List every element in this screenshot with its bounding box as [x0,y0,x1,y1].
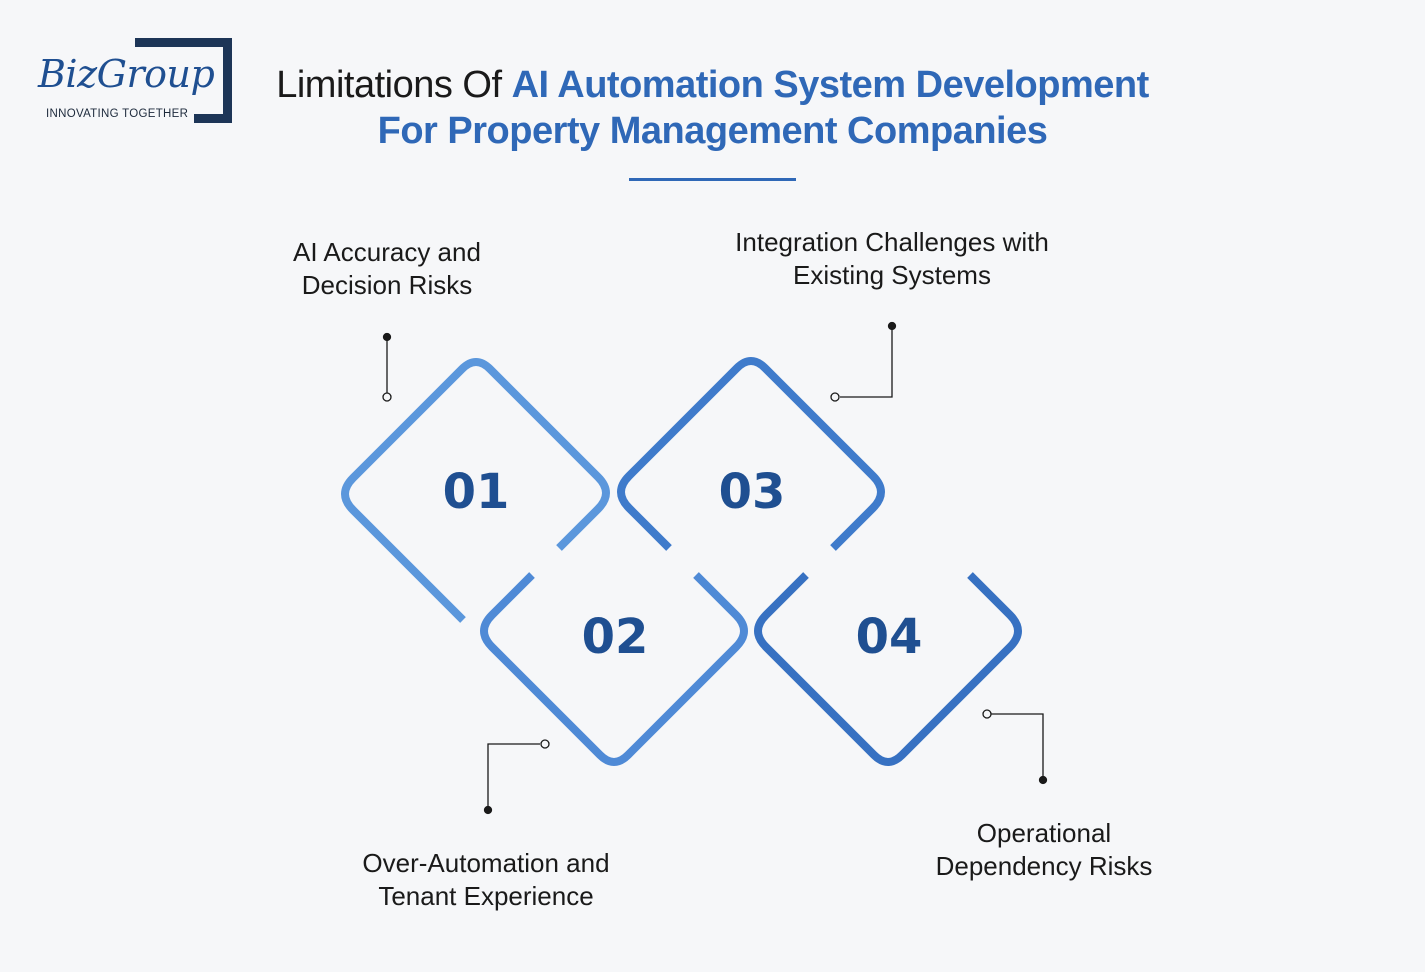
page-title: Limitations Of AI Automation System Deve… [240,62,1185,154]
diamond-02 [480,572,748,766]
connector-01 [382,332,392,402]
item-label-03: Integration Challenges with Existing Sys… [735,227,1049,290]
item-number-04: 04 [856,609,923,665]
title-accent-line2: For Property Management Companies [377,110,1048,152]
logo-wordmark: BizGroup [38,52,215,96]
title-plain: Limitations Of [276,64,512,106]
item-number-02: 02 [582,609,649,665]
logo-tagline: INNOVATING TOGETHER [46,108,189,120]
item-number-01: 01 [443,464,510,520]
connector-02 [483,739,550,815]
item-label-01: AI Accuracy and Decision Risks [293,237,481,300]
item-label-04: Operational Dependency Risks [935,818,1153,881]
logo-bracket-icon [135,38,232,123]
title-accent-line1: AI Automation System Development [511,64,1150,106]
bizgroup-logo: BizGroup INNOVATING TOGETHER [30,36,235,126]
connector-03 [830,321,897,402]
title-divider [629,178,796,181]
diamond-03 [617,357,885,551]
diamond-01 [341,358,610,623]
connector-04 [982,709,1048,785]
diamond-04 [754,572,1022,766]
item-number-03: 03 [719,464,786,520]
item-label-02: Over-Automation and Tenant Experience [362,848,610,911]
